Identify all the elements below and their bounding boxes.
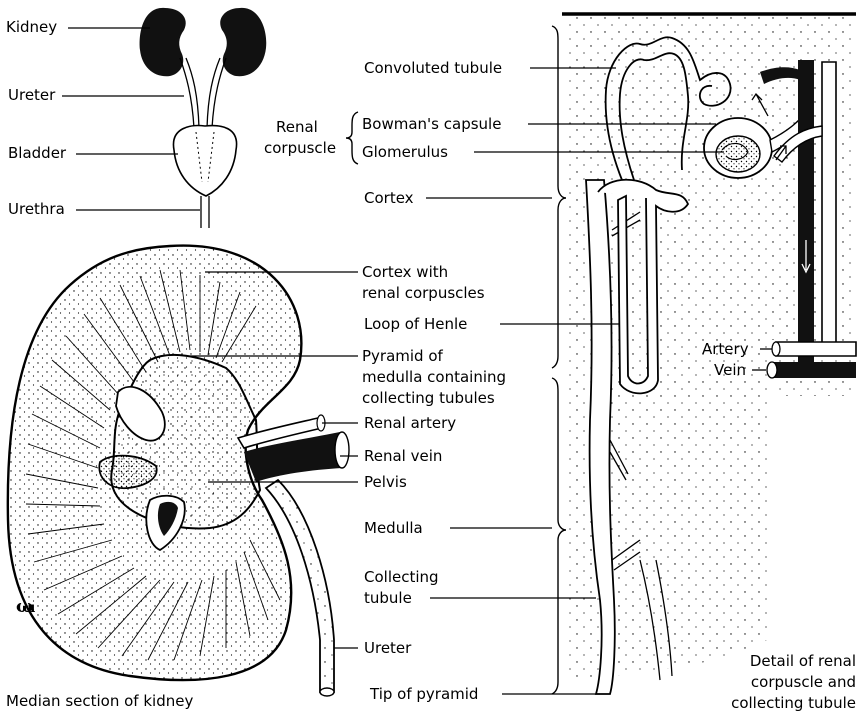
renal-corpuscle-brace [346, 112, 358, 164]
bladder-shape [173, 126, 236, 196]
pyramid-label-2: medulla containing [362, 368, 506, 386]
renal-pelvis-shape [111, 355, 260, 528]
nephron-detail: Convoluted tubule Renal corpuscle Bowman… [264, 14, 856, 712]
renal-corpuscle-label-1: Renal [276, 118, 318, 136]
renal-artery-label: Renal artery [364, 414, 456, 432]
tip-of-pyramid-label: Tip of pyramid [369, 685, 478, 703]
vein-label: Vein [714, 361, 746, 379]
vein-vertical [798, 60, 814, 370]
right-ureter-tube [207, 58, 226, 128]
collecting-tubule-label-2: tubule [364, 589, 412, 607]
bladder-label: Bladder [8, 144, 67, 162]
kidney-label: Kidney [6, 18, 57, 36]
loop-of-henle-label: Loop of Henle [364, 315, 467, 333]
artery-label: Artery [702, 340, 749, 358]
urethra-tube [201, 196, 209, 228]
medulla-brace [552, 378, 566, 694]
urinary-system-overview: Kidney Ureter Bladder Urethra [6, 8, 266, 228]
kidney-ureter-label: Ureter [364, 639, 412, 657]
left-ureter-tube [180, 58, 199, 128]
ureter-label: Ureter [8, 86, 56, 104]
collecting-tubule-label-1: Collecting [364, 568, 439, 586]
medulla-label: Medulla [364, 519, 423, 537]
convoluted-tubule-label: Convoluted tubule [364, 59, 502, 77]
kidney-section-caption: Median section of kidney [6, 692, 193, 710]
artery-horizontal [776, 342, 856, 356]
detail-caption-1: Detail of renal [750, 652, 856, 670]
vein-horizontal [772, 362, 856, 378]
detail-caption-2: corpuscle and [751, 673, 856, 691]
left-kidney-shape [140, 8, 186, 76]
pelvis-label: Pelvis [364, 473, 407, 491]
cortex-label: Cortex [364, 189, 414, 207]
cortex-with-corpuscles-label-1: Cortex with [362, 263, 448, 281]
artery-vertical [822, 62, 836, 346]
detail-caption-3: collecting tubule [731, 694, 856, 712]
right-kidney-shape [220, 8, 266, 76]
renal-vein-label: Renal vein [364, 447, 442, 465]
renal-corpuscle-label-2: corpuscle [264, 139, 336, 157]
bowmans-capsule-label: Bowman's capsule [362, 115, 501, 133]
cortex-brace [552, 26, 566, 368]
artist-signature-mark: ı [30, 600, 35, 616]
glomerulus-shape [716, 136, 760, 172]
pyramid-label-1: Pyramid of [362, 347, 444, 365]
cortex-with-corpuscles-label-2: renal corpuscles [362, 284, 485, 302]
urethra-label: Urethra [8, 200, 65, 218]
pyramid-label-3: collecting tubules [362, 389, 495, 407]
glomerulus-label: Glomerulus [362, 143, 448, 161]
